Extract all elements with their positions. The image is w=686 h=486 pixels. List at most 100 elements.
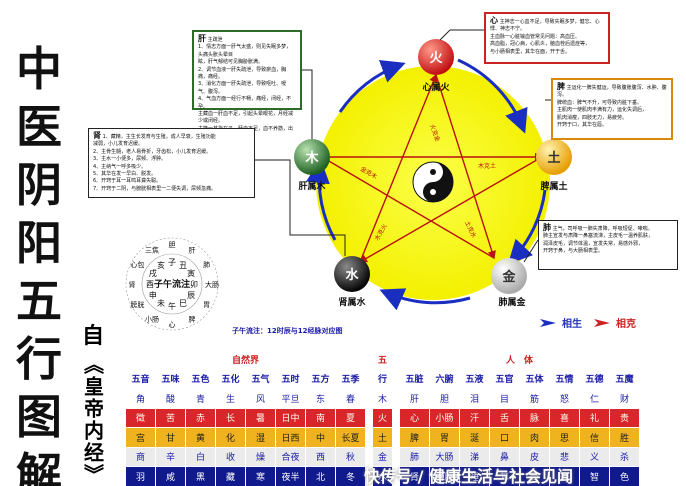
title-char: 阴	[16, 158, 62, 212]
table-cell: 藏	[215, 466, 246, 486]
table-cell: 黑	[185, 466, 216, 486]
meridian-note: 子午流注：12时辰与12经脉对应图	[232, 327, 343, 335]
table-cell: 胆	[429, 388, 460, 409]
table-cell: 寒	[245, 466, 276, 486]
table-cell: 仁	[579, 388, 610, 409]
kidney-line: 5、其华在发一早白、脱发。	[93, 171, 157, 178]
earth-char: 土	[547, 150, 560, 166]
clock-organ: 脾	[189, 315, 196, 324]
table-group-header: 自然界 五 人 体	[125, 349, 640, 370]
clock-organ: 肺	[203, 261, 210, 269]
metal-sphere	[491, 258, 527, 294]
table-cell: 目	[489, 388, 520, 409]
table-cell: 思	[549, 427, 580, 448]
table-cell: 商	[125, 446, 156, 467]
clock-organ: 心	[169, 321, 176, 329]
table-cell: 东	[305, 388, 336, 409]
heart-subtitle: 主神志一心血不足，导致失眠多梦，健忘、心悸、神志不宁。	[490, 19, 600, 33]
table-cell: 羽	[125, 466, 156, 486]
table-cell: 风	[245, 388, 276, 409]
table-cell: 北	[305, 466, 336, 486]
lung-line: 肺主宣发与肃降一鼻塞流涕，主皮毛一温养肌肤，	[543, 233, 654, 240]
table-cell: 喜	[549, 407, 580, 428]
table-cell: 青	[185, 388, 216, 409]
spleen-title: 脾	[557, 82, 565, 91]
fire-caption: 心属火	[422, 81, 450, 93]
title-char: 阳	[16, 216, 62, 270]
title-char: 行	[16, 332, 62, 386]
group-nature: 自然界	[125, 349, 366, 370]
table-cell: 生	[215, 388, 246, 409]
clock-branch: 寅	[187, 268, 195, 278]
title-char: 医	[16, 100, 62, 154]
clock-branch: 巳	[179, 299, 187, 308]
clock-organ: 肝	[189, 246, 196, 254]
table-cell: 泪	[459, 388, 490, 409]
0-wuxing-cell: 木	[372, 388, 393, 409]
legend-ke: 相克	[616, 319, 636, 330]
liver-line: 1、情志方面一肝气太盛，则见失眠多梦，头痛头胀头晕目	[198, 44, 292, 58]
liver-line: 主藏血一肝血不足，引起头晕眼花，月经减少或闭经。	[198, 111, 294, 125]
table-cell: 怒	[549, 388, 580, 409]
clock-title: 子午流注	[154, 278, 190, 290]
table-cell: 贵	[609, 407, 640, 428]
water-caption: 肾属水	[338, 296, 366, 308]
clock-branch: 丑	[179, 261, 187, 270]
table-row-fire: 徵苦赤长暑日中南夏火心小肠汗舌脉喜礼贵	[125, 407, 640, 428]
liver-line: 3、消化方面一肝失疏泄，导致呕吐、嗳气、腹泻。	[198, 81, 287, 95]
table-cell: 耳	[489, 466, 520, 486]
table-cell: 春	[335, 388, 366, 409]
spleen-line: 主肌肉一使肌肉丰满有力，运化失调后，	[557, 107, 648, 114]
lung-title: 肺	[543, 223, 551, 232]
liver-line: 眩，肝气郁结可见胸胁胀满。	[198, 59, 264, 66]
kidney-line: 7、开窍于二阴，与膀胱相表里一二便失调，尿频急痛。	[93, 185, 217, 192]
table-cell: 义	[579, 446, 610, 467]
spleen-line: 脾统血：脾气不升，可导致内脏下垂。	[557, 99, 643, 106]
table-cell: 长	[215, 407, 246, 428]
clock-branch: 子	[168, 258, 176, 267]
table-cell: 汗	[459, 407, 490, 428]
connector-kidney	[255, 159, 346, 256]
heart-info-box: 心 主神志一心血不足，导致失眠多梦，健忘、心悸、神志不宁。 主血脉一心脏输血管常…	[484, 12, 610, 64]
liver-title: 肝	[198, 34, 206, 43]
2-wuxing-cell: 土	[372, 427, 393, 448]
heart-line: 高血脂，冠心病，心肌炎，脑血栓后遗症等，	[490, 41, 591, 48]
table-cell: 角	[125, 388, 156, 409]
taiji-icon	[412, 161, 454, 203]
clock-branch: 辰	[187, 291, 195, 300]
kidney-line: 4、主纳气一呼多吸少。	[93, 163, 147, 170]
table-row-metal: 商辛白收燥合夜西秋金肺大肠涕鼻皮悲义杀	[125, 446, 640, 467]
table-header-cell: 五脏	[399, 368, 430, 389]
earth-sphere	[536, 139, 572, 175]
table-cell: 肉	[519, 427, 550, 448]
table-cell: 收	[215, 446, 246, 467]
metal-caption: 肺属金	[498, 296, 526, 308]
table-cell: 苦	[155, 407, 186, 428]
table-header-cell: 五季	[335, 368, 366, 389]
table-cell: 化	[215, 427, 246, 448]
table-cell: 悲	[549, 446, 580, 467]
ke-line-metal-wood	[320, 156, 495, 259]
group-body: 人 体	[399, 349, 640, 370]
clock-organ: 小肠	[145, 315, 159, 324]
ke-line-earth-water	[358, 156, 543, 263]
clock-organ: 胆	[169, 241, 176, 249]
table-cell: 智	[579, 466, 610, 486]
table-cell: 信	[579, 427, 610, 448]
table-header-cell: 五气	[245, 368, 276, 389]
table-cell: 涕	[459, 446, 490, 467]
table-cell: 中	[305, 427, 336, 448]
clock-organ: 膀胱	[130, 300, 144, 309]
clock-organ: 三焦	[145, 245, 159, 254]
title-char: 中	[16, 42, 62, 96]
source-prefix: 自	[81, 323, 104, 349]
kidney-line: 2、主骨生髓，老人易骨折，牙齿松，小儿发育迟缓。	[93, 148, 212, 155]
table-cell: 鼻	[489, 446, 520, 467]
table-cell: 夜半	[275, 466, 306, 486]
wood-char: 木	[304, 150, 319, 166]
4-wuxing-cell: 水	[372, 466, 393, 486]
connector-heart	[439, 29, 485, 41]
watermark: 快传号 / 健康生活与社会见闻	[364, 467, 573, 486]
table-cell: 辛	[155, 446, 186, 467]
